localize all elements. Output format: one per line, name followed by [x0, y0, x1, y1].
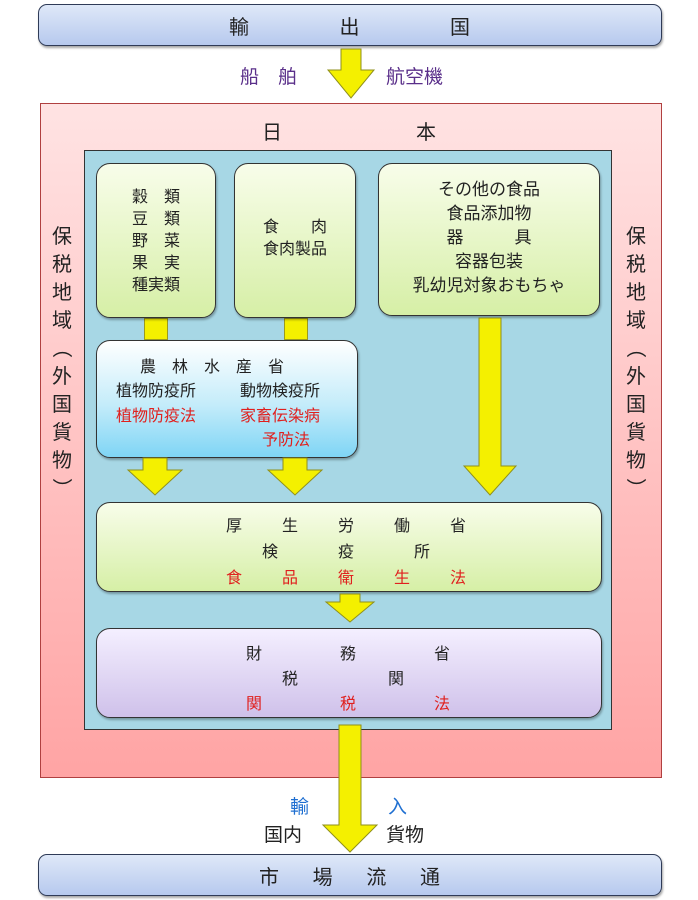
- export-country-char: 国: [450, 14, 471, 39]
- bonded-area-char: 地: [52, 280, 72, 304]
- transport-ship-label: 船 舶: [240, 66, 298, 88]
- domestic-label-left: 国内: [264, 824, 303, 846]
- export-country-char: 出: [339, 14, 361, 39]
- category-item: 器 具: [446, 228, 532, 248]
- plant-protection-law: 植物防疫法: [116, 406, 197, 425]
- category-item: 食 肉: [262, 217, 327, 236]
- quarantine-station-char: 疫: [337, 542, 354, 561]
- import-label-left: 輸: [290, 796, 310, 818]
- food-sanitation-law-char: 品: [281, 568, 298, 587]
- mof-box: [96, 628, 602, 718]
- customs-law-char: 関: [246, 694, 263, 713]
- export-country-box: 輸 出 国: [38, 4, 662, 46]
- connector-grains: [144, 318, 168, 340]
- market-char: 場: [312, 864, 334, 889]
- market-char: 通: [419, 864, 441, 889]
- mof-title-char: 務: [339, 644, 356, 663]
- bonded-area-char: 貨: [626, 420, 646, 444]
- quarantine-station-char: 所: [413, 542, 430, 561]
- bonded-area-char: 貨: [52, 420, 72, 444]
- mhlw-title-char: 労: [337, 516, 354, 535]
- bonded-area-label-right: 保 税 地 域 （ 外 国 貨 物 ）: [618, 222, 654, 502]
- animal-quarantine-office: 動物検疫所: [240, 381, 321, 400]
- bonded-area-char: 地: [626, 280, 646, 304]
- food-sanitation-law-char: 食: [226, 568, 243, 587]
- customs-office-char: 関: [387, 669, 404, 688]
- bonded-area-char: 外: [626, 364, 646, 388]
- category-item: 豆 類: [131, 208, 180, 228]
- bonded-area-char: 域: [52, 308, 72, 332]
- quarantine-station: 検 疫 所: [262, 538, 430, 562]
- category-item: 穀 類: [131, 186, 180, 206]
- quarantine-station-char: 検: [262, 542, 279, 561]
- export-country-char: 輸: [229, 14, 250, 39]
- meat-category-box: 食 肉 食肉製品: [234, 163, 356, 318]
- category-item: 野 菜: [131, 230, 180, 250]
- customs-law-char: 法: [433, 694, 450, 713]
- mhlw-box: [96, 502, 602, 592]
- maff-title: 農 林 水 産 省: [140, 357, 285, 376]
- japan-title: 日 本: [262, 116, 436, 145]
- food-sanitation-law: 食 品 衛 生 法: [226, 564, 466, 588]
- food-sanitation-law-char: 衛: [337, 568, 354, 587]
- category-item: 果 実: [131, 252, 180, 272]
- customs-office-char: 税: [282, 669, 299, 688]
- market-distribution-box: 市 場 流 通: [38, 854, 662, 896]
- market-char: 流: [366, 864, 388, 889]
- category-item: 乳幼児対象おもちゃ: [412, 276, 566, 296]
- arrow-icon: [324, 593, 376, 623]
- maff-box: [96, 340, 358, 458]
- mof-title-char: 省: [433, 644, 450, 663]
- bonded-area-char: 保: [52, 224, 72, 248]
- mhlw-title-char: 厚: [226, 516, 243, 535]
- customs-law-char: 税: [339, 694, 356, 713]
- market-char: 市: [259, 864, 280, 889]
- category-item: 食品添加物: [446, 204, 532, 224]
- bonded-area-char: 税: [52, 252, 72, 276]
- food-sanitation-law-char: 法: [449, 568, 466, 587]
- category-item: 食肉製品: [262, 239, 327, 258]
- japan-title-char: 本: [416, 120, 436, 144]
- import-label-right: 入: [388, 796, 408, 818]
- animal-disease-law: 家畜伝染病: [240, 406, 321, 425]
- japan-title-char: 日: [262, 120, 282, 144]
- arrow-icon: [326, 48, 376, 99]
- bonded-area-label-left: 保 税 地 域 （ 外 国 貨 物 ）: [44, 222, 80, 502]
- mhlw-title: 厚 生 労 働 省: [226, 512, 466, 536]
- mhlw-title-char: 生: [281, 516, 298, 535]
- other-foods-category-box: その他の食品 食品添加物 器 具 容器包装 乳幼児対象おもちゃ: [378, 163, 600, 316]
- category-item: その他の食品: [438, 180, 540, 200]
- arrow-icon: [126, 457, 184, 496]
- bonded-area-char: 国: [626, 392, 646, 416]
- customs-office: 税 関: [282, 665, 404, 689]
- category-item: 容器包装: [455, 252, 523, 272]
- arrow-icon: [462, 317, 518, 496]
- bonded-area-char: 国: [52, 392, 72, 416]
- category-item: 種実類: [131, 274, 180, 294]
- food-sanitation-law-char: 生: [393, 568, 410, 587]
- bonded-area-char: 外: [52, 364, 72, 388]
- mof-title: 財 務 省: [246, 640, 450, 664]
- mof-title-char: 財: [246, 644, 263, 663]
- customs-law: 関 税 法: [246, 690, 450, 714]
- animal-disease-law-cont: 予防法: [262, 430, 311, 449]
- grains-category-box: 穀 類 豆 類 野 菜 果 実 種実類: [96, 163, 216, 318]
- bonded-area-char: 保: [626, 224, 646, 248]
- plant-quarantine-office: 植物防疫所: [116, 381, 197, 400]
- bonded-area-char: 物: [626, 448, 646, 472]
- mhlw-title-char: 働: [393, 516, 410, 535]
- bonded-area-char: 域: [626, 308, 646, 332]
- transport-air-label: 航空機: [386, 66, 444, 88]
- arrow-icon: [266, 457, 324, 496]
- connector-meat: [284, 318, 308, 340]
- bonded-area-char: 税: [626, 252, 646, 276]
- bonded-area-char: 物: [52, 448, 72, 472]
- arrow-icon: [321, 724, 379, 853]
- domestic-label-right: 貨物: [386, 824, 425, 846]
- mhlw-title-char: 省: [449, 516, 466, 535]
